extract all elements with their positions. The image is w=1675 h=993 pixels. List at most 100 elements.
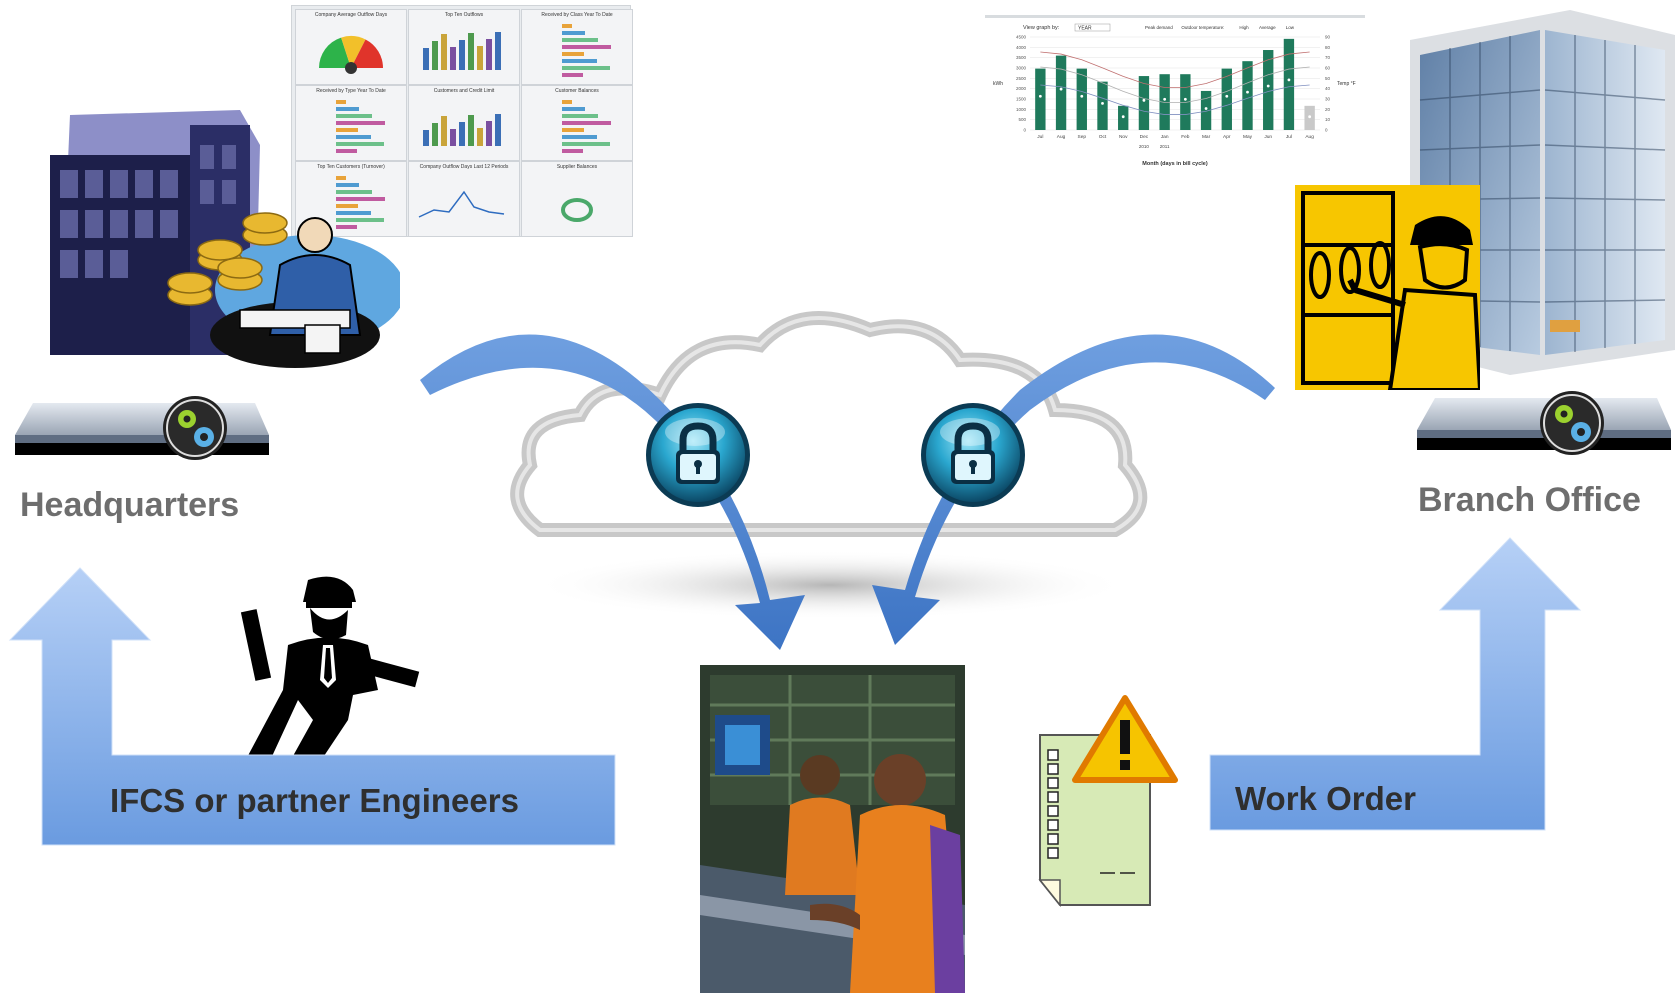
energy-point xyxy=(1101,102,1104,105)
view-select[interactable] xyxy=(1074,23,1111,32)
energy-y-tick: 3000 xyxy=(1016,66,1027,71)
energy-bar[interactable] xyxy=(1097,81,1108,130)
energy-y-tick: 3500 xyxy=(1016,55,1027,60)
energy-legend-item: Peak demand xyxy=(1145,25,1173,30)
energy-month-label: Apr xyxy=(1223,134,1231,140)
technician-image xyxy=(1295,185,1480,390)
energy-month-label: Feb xyxy=(1181,134,1190,140)
view-select-value: YEAR xyxy=(1078,26,1092,32)
energy-y-tick: 0 xyxy=(1023,128,1026,133)
energy-y-tick: 1500 xyxy=(1016,97,1027,102)
energy-xlabel: Month (days in bill cycle) xyxy=(1142,161,1208,167)
energy-point xyxy=(1246,90,1249,94)
energy-bar[interactable] xyxy=(1263,50,1274,130)
lock-left xyxy=(643,400,753,510)
energy-bar[interactable] xyxy=(1138,76,1150,130)
energy-y-tick: 2000 xyxy=(1016,86,1027,91)
gear-icon xyxy=(1540,391,1604,455)
energy-bar[interactable] xyxy=(1200,90,1212,130)
temperature-line xyxy=(1040,66,1310,103)
dashboard-panel-title: Customers and Credit Limit xyxy=(433,88,495,94)
energy-point xyxy=(1225,94,1229,98)
dashboard-panel: Received by Class Year To Date xyxy=(521,9,633,85)
left-up-arrow xyxy=(8,567,616,846)
dashboard-thumbnail: Company Average Outflow Days Top Ten Outf… xyxy=(291,5,633,237)
dashboard-panel-title: Supplier Balances xyxy=(556,164,598,170)
headquarters-label: Headquarters xyxy=(20,486,240,524)
energy-bar[interactable] xyxy=(1283,38,1295,130)
energy-bar[interactable] xyxy=(1076,68,1087,130)
temperature-line xyxy=(1040,51,1310,88)
energy-point xyxy=(1080,94,1084,98)
energy-bar[interactable] xyxy=(1242,61,1253,130)
energy-point xyxy=(1266,84,1270,88)
control-room-image xyxy=(700,665,965,993)
energy-y2-tick: 0 xyxy=(1325,128,1328,133)
energy-point xyxy=(1204,107,1208,110)
dashboard-panel: Company Outflow Days Last 12 Periods xyxy=(408,161,520,237)
energy-legend-item: Outdoor temperature: xyxy=(1181,25,1224,30)
energy-point xyxy=(1059,87,1063,91)
energy-legend-item: Low xyxy=(1286,25,1295,30)
dashboard-panel-title: Top Ten Customers (Turnover) xyxy=(317,164,385,170)
energy-ylabel-right: Temp °F xyxy=(1337,81,1356,87)
energy-chart-thumbnail: View graph by: YEAR Peak demand Outdoor t… xyxy=(985,15,1365,175)
energy-y-tick: 4000 xyxy=(1016,45,1027,50)
energy-legend-item: Average xyxy=(1259,25,1276,30)
dashboard-panel: Received by Type Year To Date xyxy=(295,85,407,161)
view-label: View graph by: xyxy=(1023,25,1060,31)
energy-month-label: Jul xyxy=(1037,134,1043,140)
headquarters-building xyxy=(40,105,400,395)
work-order-label: Work Order xyxy=(1235,780,1416,817)
warning-icon xyxy=(1072,695,1178,783)
energy-chart: View graph by: YEAR Peak demand Outdoor t… xyxy=(985,15,1365,167)
energy-month-label: Aug xyxy=(1305,134,1314,140)
energy-bar[interactable] xyxy=(1221,68,1232,130)
energy-y2-tick: 60 xyxy=(1325,66,1331,71)
energy-y2-tick: 80 xyxy=(1325,45,1331,50)
engineer-silhouette xyxy=(228,570,428,765)
dashboard-panel: Supplier Balances xyxy=(521,161,633,237)
energy-month-label: Jun xyxy=(1264,134,1272,140)
dashboard-panel-title: Top Ten Outflows xyxy=(444,12,484,18)
gear-icon xyxy=(163,396,227,460)
energy-bar[interactable] xyxy=(1035,68,1046,130)
temperature-line xyxy=(1040,84,1310,115)
energy-point xyxy=(1308,115,1312,119)
dashboard-panel-title: Company Outflow Days Last 12 Periods xyxy=(419,164,509,170)
energy-point xyxy=(1163,97,1167,101)
dashboard-panel-title: Received by Type Year To Date xyxy=(316,88,386,94)
work-order-document xyxy=(1030,690,1190,910)
lock-right xyxy=(918,400,1028,510)
energy-point xyxy=(1183,97,1187,101)
energy-y-tick: 4500 xyxy=(1016,35,1027,40)
energy-month-label: Aug xyxy=(1057,134,1066,140)
energy-point xyxy=(1287,78,1291,82)
engineers-label: IFCS or partner Engineers xyxy=(110,782,519,819)
energy-bar[interactable] xyxy=(1055,55,1067,130)
energy-point xyxy=(1121,115,1125,119)
branch-office-label: Branch Office xyxy=(1418,481,1641,519)
energy-y2-tick: 30 xyxy=(1325,97,1331,102)
energy-month-label: Jul xyxy=(1286,134,1292,140)
energy-y2-tick: 90 xyxy=(1325,35,1331,40)
energy-month-label: Dec xyxy=(1140,134,1149,140)
energy-year-label: 2010 xyxy=(1139,144,1150,149)
energy-ylabel: kWh xyxy=(993,81,1003,87)
energy-legend-item: High xyxy=(1239,25,1249,30)
dashboard-panel-title: Company Average Outflow Days xyxy=(314,12,388,18)
energy-point xyxy=(1142,98,1146,102)
dashboard-panel-title: Received by Class Year To Date xyxy=(541,12,613,18)
energy-y2-tick: 20 xyxy=(1325,107,1331,112)
branch-office-server xyxy=(1417,390,1672,475)
dashboard-panel: Customer Balances xyxy=(521,85,633,161)
energy-point xyxy=(1038,94,1042,98)
lock-icon xyxy=(646,403,750,507)
energy-month-label: Mar xyxy=(1202,134,1211,140)
dashboard-panel: Top Ten Outflows xyxy=(408,9,520,85)
right-up-arrow xyxy=(1209,537,1582,831)
headquarters-server xyxy=(15,395,270,480)
energy-y-tick: 1000 xyxy=(1016,107,1027,112)
energy-year-label: 2011 xyxy=(1160,144,1170,149)
dashboard-panel-title: Customer Balances xyxy=(555,88,599,94)
